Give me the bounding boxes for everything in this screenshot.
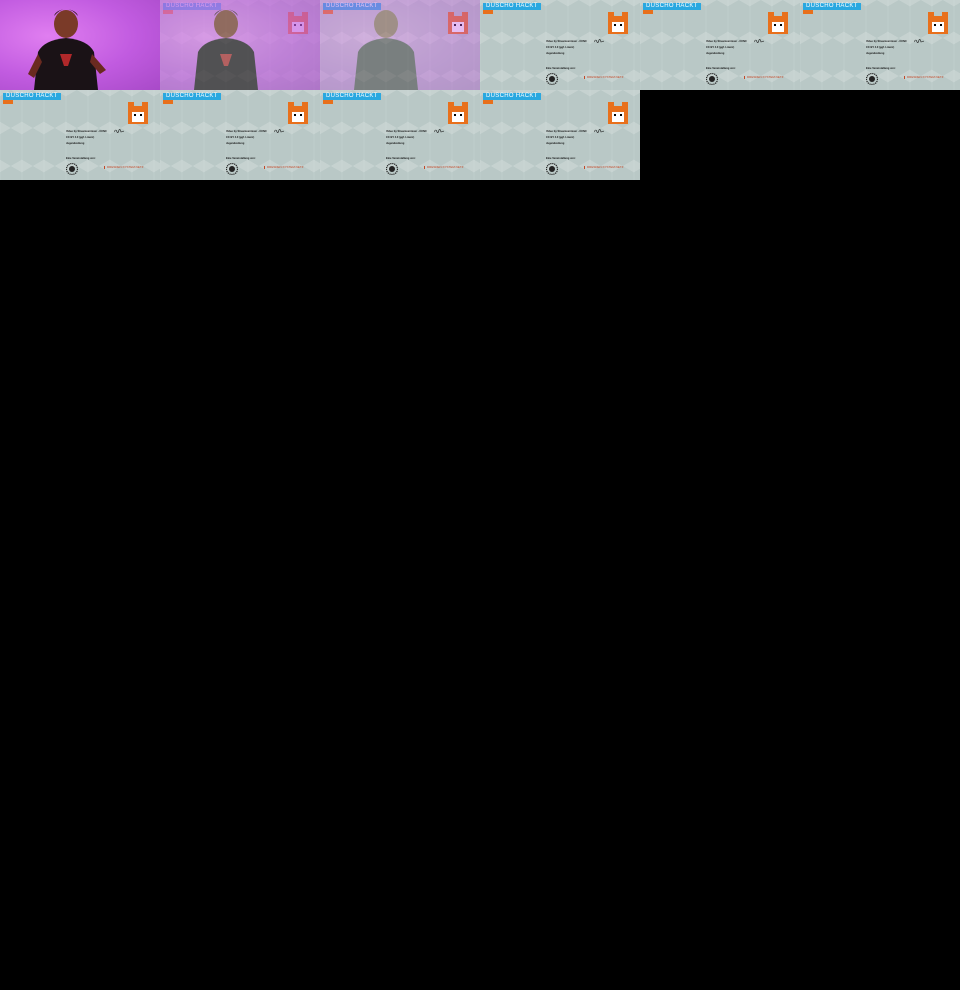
- brand-label: DUSCHO HACKT: [163, 3, 221, 10]
- credit-line: Video by Streamvermixer - CCNC: [546, 130, 587, 133]
- brand-label: DUSCHO HACKT: [323, 3, 381, 10]
- partner-logo: DRESDEN.SYSTEM.NETZ: [264, 166, 304, 169]
- thumbnail-grid: DUSCHO HACKT DUSCHO HACKT D: [0, 0, 960, 180]
- brand-accent: [163, 100, 173, 104]
- credit-line: Video by Streamvermixer - CCNC: [706, 40, 747, 43]
- brand-accent: [643, 10, 653, 14]
- publisher-line: Jugendzeitung: [66, 142, 85, 145]
- signature-icon: [594, 39, 604, 43]
- brand-accent: [483, 100, 493, 104]
- frame-slide: DUSCHO HACKT Video by Streamvermixer - C…: [800, 0, 960, 90]
- frame-slide: DUSCHO HACKT Video by Streamvermixer - C…: [160, 90, 320, 180]
- signature-icon: [434, 129, 444, 133]
- credit-line: Video by Streamvermixer - CCNC: [546, 40, 587, 43]
- signature-icon: [754, 39, 764, 43]
- orange-cat-mascot-icon: [608, 12, 628, 34]
- license-line: CC BY 4.0 (ggf. Lizenz): [706, 46, 735, 49]
- speaker-photo: [160, 0, 320, 90]
- organizer-line: Eine Veranstaltung von:: [546, 157, 576, 160]
- slide-overlay: DUSCHO HACKT: [160, 0, 320, 90]
- orange-cat-mascot-icon: [928, 12, 948, 34]
- speaker-figure: [194, 9, 258, 90]
- brand-label: DUSCHO HACKT: [323, 93, 381, 100]
- license-line: CC BY 4.0 (ggf. Lizenz): [66, 136, 95, 139]
- orange-cat-mascot-icon: [288, 12, 308, 34]
- brand-accent: [803, 10, 813, 14]
- credit-line: Video by Streamvermixer - CCNC: [866, 40, 907, 43]
- orange-cat-mascot-icon: [608, 102, 628, 124]
- organizer-line: Eine Veranstaltung von:: [866, 67, 896, 70]
- slide-overlay: DUSCHO HACKT: [320, 0, 480, 90]
- gear-seal-icon: [226, 163, 238, 175]
- frame-fade-1: DUSCHO HACKT: [160, 0, 320, 90]
- license-line: CC BY 4.0 (ggf. Lizenz): [386, 136, 415, 139]
- gear-seal-icon: [866, 73, 878, 85]
- brand-label: DUSCHO HACKT: [643, 3, 701, 10]
- license-line: CC BY 4.0 (ggf. Lizenz): [866, 46, 895, 49]
- signature-icon: [594, 129, 604, 133]
- speaker-photo: [0, 0, 160, 90]
- partner-logo: DRESDEN.SYSTEM.NETZ: [584, 76, 624, 79]
- frame-slide: DUSCHO HACKT Video by Streamvermixer - C…: [640, 0, 800, 90]
- frame-fade-2: DUSCHO HACKT: [320, 0, 480, 90]
- frame-slide: DUSCHO HACKT Video by Streamvermixer - C…: [480, 90, 640, 180]
- brand-label: DUSCHO HACKT: [803, 3, 861, 10]
- license-line: CC BY 4.0 (ggf. Lizenz): [226, 136, 255, 139]
- orange-cat-mascot-icon: [288, 102, 308, 124]
- brand-accent: [163, 10, 173, 14]
- publisher-line: Jugendzeitung: [546, 142, 565, 145]
- partner-logo: DRESDEN.SYSTEM.NETZ: [424, 166, 464, 169]
- orange-cat-mascot-icon: [128, 102, 148, 124]
- credit-line: Video by Streamvermixer - CCNC: [66, 130, 107, 133]
- credit-line: Video by Streamvermixer - CCNC: [386, 130, 427, 133]
- brand-label: DUSCHO HACKT: [3, 93, 61, 100]
- credit-line: Video by Streamvermixer - CCNC: [226, 130, 267, 133]
- brand-accent: [3, 100, 13, 104]
- brand-accent: [483, 10, 493, 14]
- gear-seal-icon: [66, 163, 78, 175]
- frame-slide: DUSCHO HACKT Video by Streamvermixer - C…: [320, 90, 480, 180]
- publisher-line: Jugendzeitung: [546, 52, 565, 55]
- brand-accent: [323, 100, 333, 104]
- partner-logo: DRESDEN.SYSTEM.NETZ: [904, 76, 944, 79]
- gear-seal-icon: [386, 163, 398, 175]
- signature-icon: [114, 129, 124, 133]
- brand-label: DUSCHO HACKT: [483, 93, 541, 100]
- publisher-line: Jugendzeitung: [386, 142, 405, 145]
- signature-icon: [274, 129, 284, 133]
- organizer-line: Eine Veranstaltung von:: [386, 157, 416, 160]
- speaker-figure: [28, 9, 106, 90]
- brand-label: DUSCHO HACKT: [483, 3, 541, 10]
- gear-seal-icon: [546, 73, 558, 85]
- organizer-line: Eine Veranstaltung von:: [546, 67, 576, 70]
- publisher-line: Jugendzeitung: [706, 52, 725, 55]
- orange-cat-mascot-icon: [448, 102, 468, 124]
- gear-seal-icon: [706, 73, 718, 85]
- partner-logo: DRESDEN.SYSTEM.NETZ: [104, 166, 144, 169]
- gear-seal-icon: [546, 163, 558, 175]
- organizer-line: Eine Veranstaltung von:: [66, 157, 96, 160]
- frame-slide: DUSCHO HACKT Video by Streamvermixer - C…: [0, 90, 160, 180]
- brand-accent: [323, 10, 333, 14]
- publisher-line: Jugendzeitung: [226, 142, 245, 145]
- frame-slide: DUSCHO HACKT Video by Streamvermixer - C…: [480, 0, 640, 90]
- organizer-line: Eine Veranstaltung von:: [226, 157, 256, 160]
- brand-label: DUSCHO HACKT: [163, 93, 221, 100]
- orange-cat-mascot-icon: [448, 12, 468, 34]
- license-line: CC BY 4.0 (ggf. Lizenz): [546, 136, 575, 139]
- signature-icon: [914, 39, 924, 43]
- organizer-line: Eine Veranstaltung von:: [706, 67, 736, 70]
- frame-photo: [0, 0, 160, 90]
- orange-cat-mascot-icon: [768, 12, 788, 34]
- license-line: CC BY 4.0 (ggf. Lizenz): [546, 46, 575, 49]
- partner-logo: DRESDEN.SYSTEM.NETZ: [584, 166, 624, 169]
- publisher-line: Jugendzeitung: [866, 52, 885, 55]
- partner-logo: DRESDEN.SYSTEM.NETZ: [744, 76, 784, 79]
